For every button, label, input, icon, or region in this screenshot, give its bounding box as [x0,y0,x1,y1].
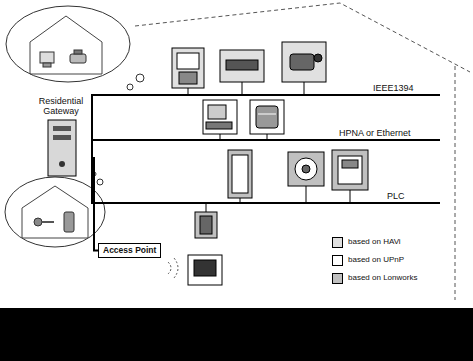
gateway-device: Residential Gateway [30,96,92,180]
device-icon [288,152,324,186]
device-icon [195,212,217,238]
bus-label: IEEE1394 [372,83,415,93]
bus-line [92,94,440,204]
device-icon [332,150,368,190]
device-icon [250,100,284,134]
legend-entry: based on UPnP [332,254,404,266]
thought-bubble [5,172,105,247]
thought-bubble [6,6,144,90]
house-outline [135,3,470,300]
bus-label: HPNA or Ethernet [338,128,412,138]
legend-entry: based on HAVi [332,236,401,248]
legend-text: based on HAVi [348,236,401,248]
legend-entry: based on Lonworks [332,272,417,284]
gateway-tower [30,116,92,180]
device-icon [228,150,252,198]
legend-text: based on Lonworks [348,272,417,284]
node-label: Residential Gateway [30,96,92,116]
access-point-box: Access Point [98,243,161,258]
bus-label: PLC [386,191,406,201]
node-label: Access Point [103,245,156,256]
device-icon [282,42,326,82]
legend-swatch [332,237,343,248]
device-icon [172,48,204,88]
legend-text: based on UPnP [348,254,404,266]
legend-swatch [332,273,343,284]
wireless-waves [168,258,178,278]
black-band [0,308,473,361]
drop-wire [188,82,350,212]
connector-line [92,158,98,251]
device-icon [220,50,264,82]
legend-swatch [332,255,343,266]
device-icon [203,100,237,134]
device-icon [188,255,222,285]
